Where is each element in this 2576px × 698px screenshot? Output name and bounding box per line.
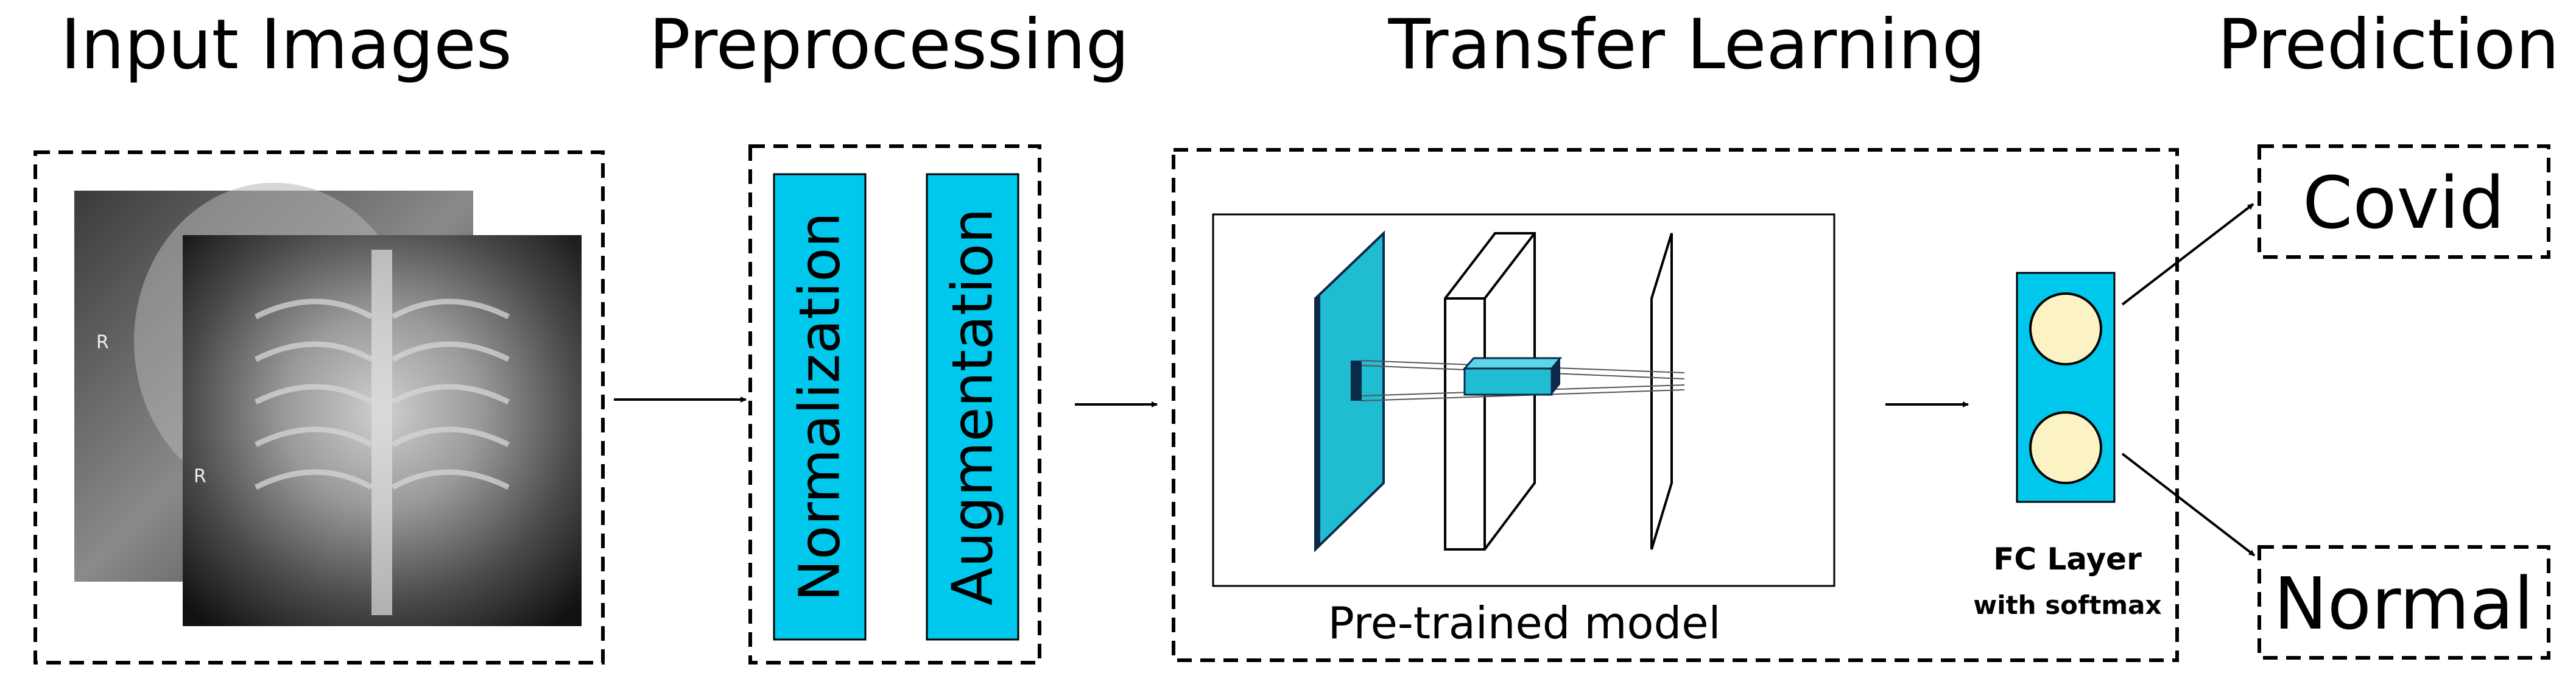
pretrained-model-caption: Pre-trained model bbox=[1328, 598, 1720, 649]
input-images-box bbox=[33, 150, 605, 665]
pretrained-model-frame bbox=[1212, 213, 1835, 587]
covid-output-box bbox=[2258, 144, 2550, 259]
input-images-title: Input Images bbox=[60, 4, 512, 85]
fc-node-normal bbox=[2029, 411, 2102, 484]
normalization-label: Normalization bbox=[787, 212, 853, 601]
xray-marker-back: R bbox=[96, 332, 109, 353]
cnn-illustration bbox=[1314, 230, 1685, 552]
prediction-title: Prediction bbox=[2217, 4, 2559, 85]
augmentation-block bbox=[926, 173, 1019, 641]
normal-output-box bbox=[2258, 545, 2550, 660]
transfer-learning-box bbox=[1172, 148, 2179, 662]
preprocessing-box bbox=[748, 144, 1041, 665]
preprocessing-title: Preprocessing bbox=[649, 4, 1130, 85]
normal-label: Normal bbox=[2274, 562, 2534, 646]
arrow-to-normal bbox=[2121, 453, 2256, 557]
xray-marker-front: R bbox=[194, 466, 206, 487]
covid-label: Covid bbox=[2303, 161, 2505, 245]
fc-layer-title: FC Layer bbox=[1993, 541, 2142, 577]
fc-layer-subtitle: with softmax bbox=[1973, 590, 2161, 620]
arrow-to-covid bbox=[2121, 203, 2254, 306]
normalization-block bbox=[773, 173, 867, 641]
xray-image-front: R bbox=[183, 235, 582, 626]
augmentation-label: Augmentation bbox=[940, 208, 1005, 606]
transfer-learning-title: Transfer Learning bbox=[1388, 4, 1986, 85]
fc-node-covid bbox=[2029, 292, 2102, 365]
